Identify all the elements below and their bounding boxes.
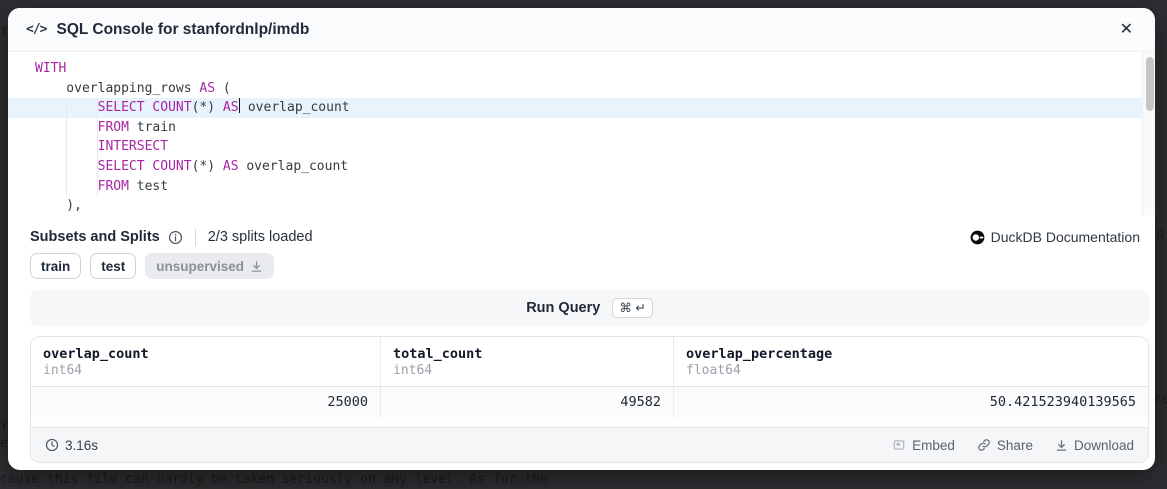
code-line[interactable]: SELECT COUNT(*) AS overlap_count <box>97 158 349 174</box>
duckdb-docs-link[interactable]: DuckDB Documentation <box>970 229 1140 245</box>
table-cell: 49582 <box>381 387 674 417</box>
close-icon[interactable]: ✕ <box>1116 18 1137 42</box>
column-type: int64 <box>393 363 433 378</box>
embed-icon <box>892 438 906 452</box>
divider <box>194 228 196 246</box>
column-name: total_count <box>393 346 483 362</box>
split-pill-test[interactable]: test <box>90 253 137 279</box>
code-line[interactable]: FROM train <box>97 119 176 135</box>
background-text-fragment: e <box>0 436 8 451</box>
indent-guide <box>97 98 98 196</box>
code-area[interactable]: WITH overlapping_rows AS ( SELECT COUNT(… <box>35 59 1135 215</box>
active-line-highlight <box>8 98 1142 118</box>
download-icon <box>1055 439 1068 452</box>
embed-button[interactable]: Embed <box>892 438 955 453</box>
table-cell: 25000 <box>31 387 381 417</box>
background-text-fragment: re <box>1154 392 1167 407</box>
modal-title: SQL Console for stanfordnlp/imdb <box>56 20 310 38</box>
code-icon: </> <box>26 22 48 37</box>
splits-loaded-status: 2/3 splits loaded <box>207 229 313 245</box>
elapsed-value: 3.16s <box>65 437 99 453</box>
split-pill-label: test <box>101 258 126 274</box>
split-pills: train test unsupervised <box>30 253 275 279</box>
background-text-fragment: t <box>1 25 9 40</box>
share-button[interactable]: Share <box>977 438 1033 453</box>
subsets-label: Subsets and Splits <box>30 229 160 245</box>
column-name: overlap_count <box>43 346 149 362</box>
code-line[interactable]: ), <box>35 198 82 214</box>
text-cursor <box>238 98 241 114</box>
action-label: Share <box>996 437 1033 453</box>
code-line[interactable]: overlapping_rows AS ( <box>35 80 231 96</box>
keyboard-shortcut-badge: ⌘ ↵ <box>612 298 653 318</box>
column-type: int64 <box>43 363 83 378</box>
background-text-fragment: d <box>1156 227 1164 242</box>
background-text-fragment: Y <box>0 420 8 435</box>
table-cell: 50.421523940139565 <box>989 394 1136 410</box>
duckdb-docs-label: DuckDB Documentation <box>990 229 1140 245</box>
sql-console-modal: </> SQL Console for stanfordnlp/imdb ✕ W… <box>8 8 1155 470</box>
subsets-meta-row: Subsets and Splits 2/3 splits loaded Duc… <box>22 224 1140 250</box>
action-label: Download <box>1073 437 1134 453</box>
background-text-fragment: cause this film can hardly be taken seri… <box>0 472 548 487</box>
share-icon <box>977 438 991 452</box>
indent-guide <box>66 98 67 196</box>
modal-header: </> SQL Console for stanfordnlp/imdb ✕ <box>8 8 1155 52</box>
result-actions: Embed Share Download <box>892 438 1134 453</box>
code-line[interactable]: SELECT COUNT(*) AS overlap_count <box>97 98 350 116</box>
code-line[interactable]: INTERSECT <box>97 139 169 155</box>
scrollbar-thumb[interactable] <box>1145 57 1154 111</box>
code-line[interactable]: WITH <box>35 61 67 76</box>
clock-icon <box>45 438 59 452</box>
split-pill-label: train <box>41 258 71 274</box>
column-type: float64 <box>686 363 741 378</box>
run-query-button[interactable]: Run Query ⌘ ↵ <box>30 290 1149 326</box>
run-query-label: Run Query <box>526 300 601 316</box>
code-line[interactable]: FROM test <box>97 178 169 194</box>
action-label: Embed <box>912 437 955 453</box>
duckdb-icon <box>970 230 985 245</box>
split-pill-label: unsupervised <box>156 258 245 274</box>
elapsed-time: 3.16s <box>45 438 98 453</box>
sql-editor[interactable]: WITH overlapping_rows AS ( SELECT COUNT(… <box>8 52 1155 215</box>
column-name: overlap_percentage <box>686 346 833 362</box>
editor-scrollbar[interactable] <box>1142 52 1155 215</box>
split-pill-unsupervised[interactable]: unsupervised <box>145 253 275 279</box>
results-footer: 3.16s Embed Share Download <box>31 427 1148 462</box>
split-pill-train[interactable]: train <box>30 253 82 279</box>
download-button[interactable]: Download <box>1055 438 1134 453</box>
info-icon[interactable] <box>168 230 183 245</box>
download-icon <box>250 260 263 273</box>
